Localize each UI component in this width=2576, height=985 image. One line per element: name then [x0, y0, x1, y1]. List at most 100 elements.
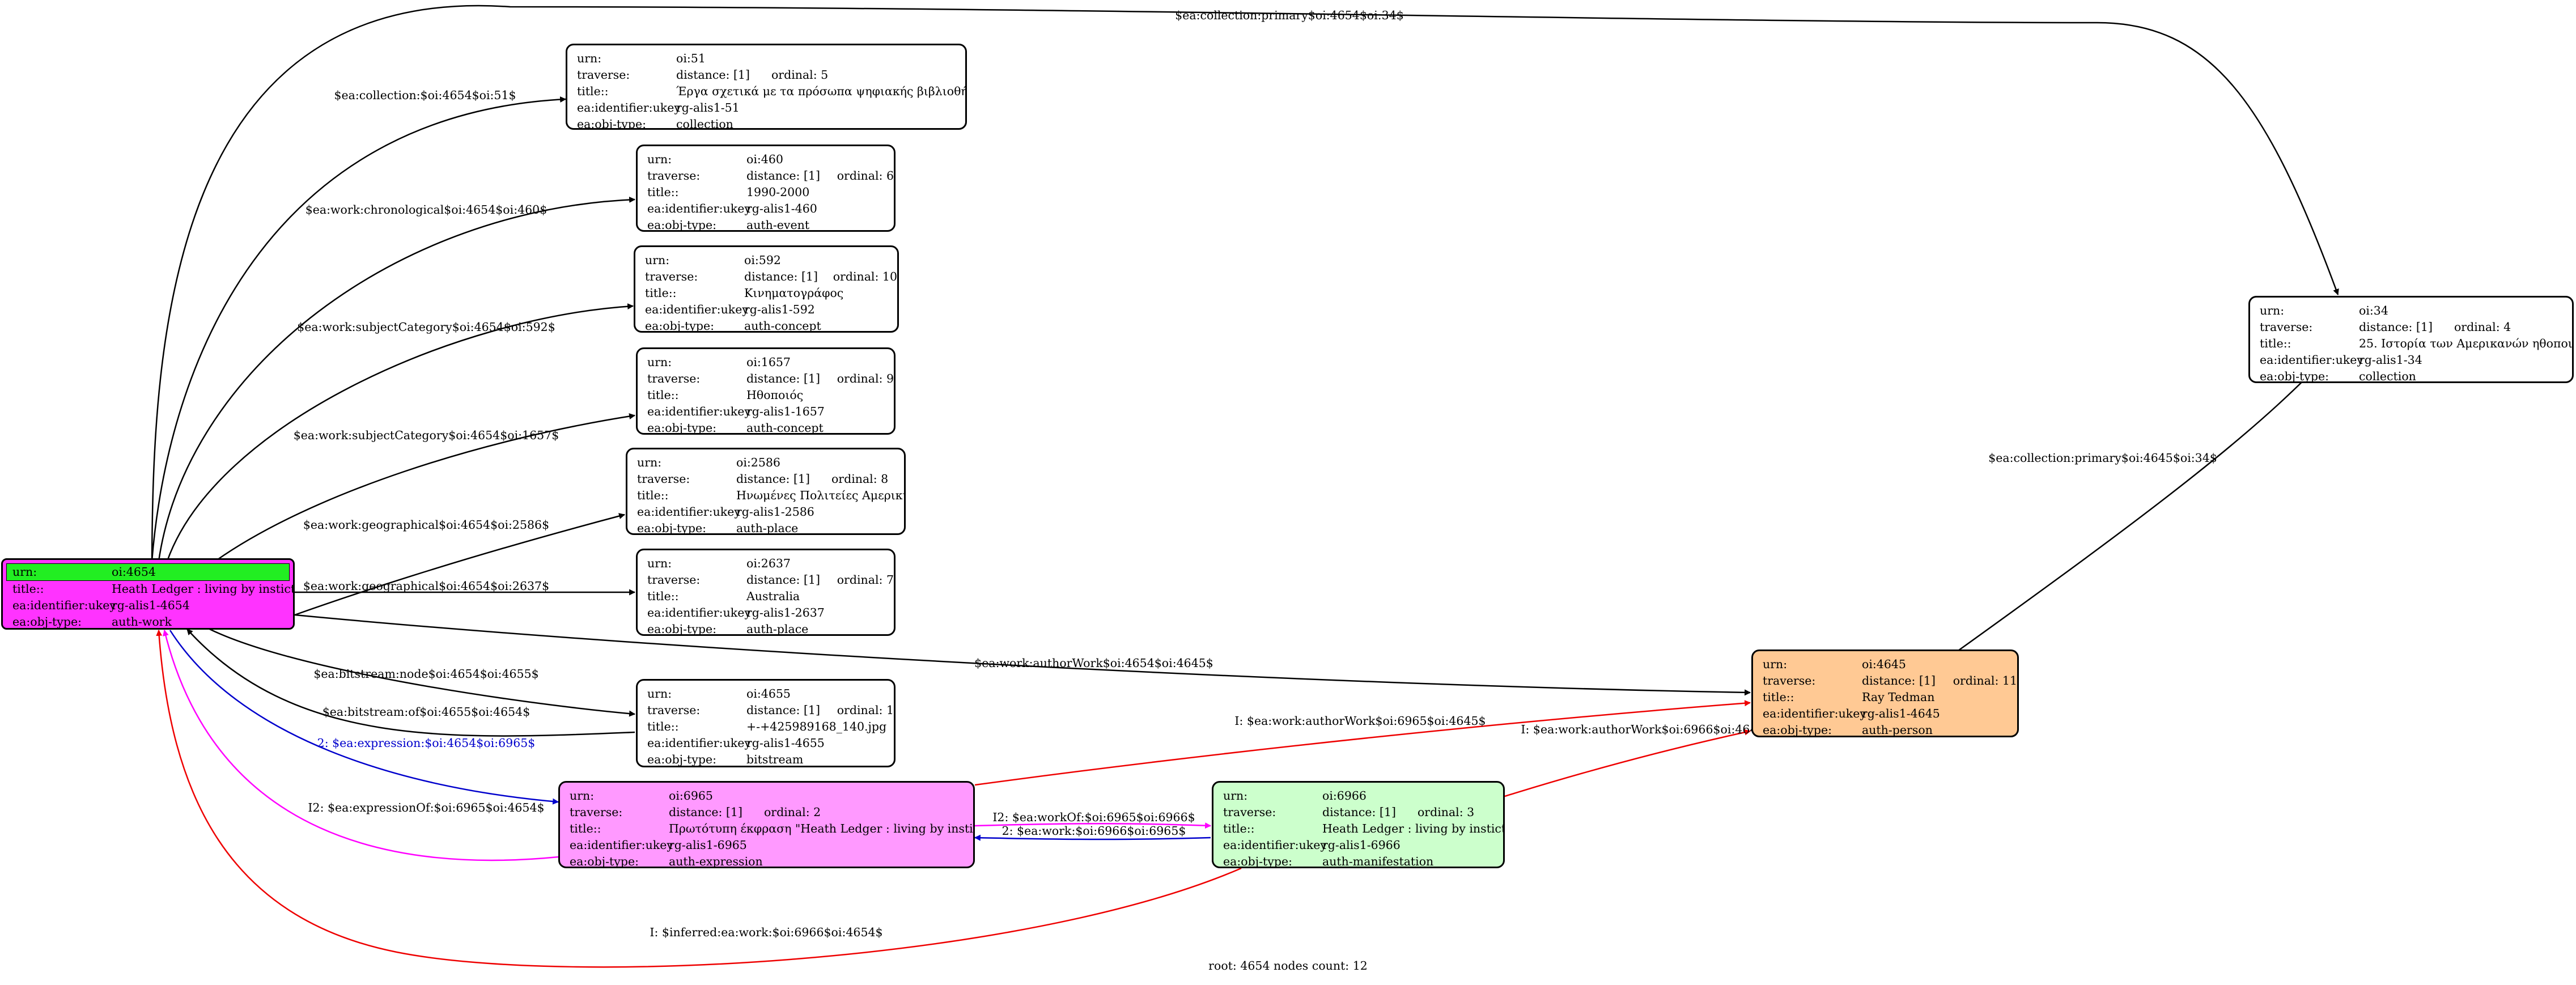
node-592[interactable]: urn:oi:592 traverse:distance: [1]ordinal…: [634, 245, 899, 333]
spacer: [742, 804, 764, 821]
field-title: title::: [637, 489, 669, 502]
node-row: urn:oi:1657: [638, 354, 894, 371]
edge-label-e8: $ea:work:authorWork$oi:4654$oi:4645$: [974, 656, 1213, 670]
spacer: [810, 471, 831, 487]
field-ordinal: ordinal: 4: [2454, 320, 2511, 334]
edge-label-e10: $ea:bitstream:of$oi:4655$oi:4654$: [322, 705, 531, 719]
field-ukey: rg-alis1-34: [2359, 353, 2422, 367]
node-row: urn:oi:2586: [627, 455, 904, 471]
node-4655[interactable]: urn:oi:4655 traverse:distance: [1]ordina…: [636, 679, 896, 767]
field-title: Ray Tedman: [1862, 690, 1935, 704]
field-ukey: ea:identifier:ukey: [577, 101, 681, 114]
node-row: traverse:distance: [1]ordinal: 10: [635, 269, 897, 285]
field-type: ea:obj-type:: [1763, 723, 1832, 737]
node-row: title::Heath Ledger : living by insticts: [1213, 821, 1503, 837]
spacer: [820, 572, 837, 588]
field-ukey: ea:identifier:ukey: [2260, 353, 2363, 367]
field-urn: urn:: [647, 355, 672, 369]
field-urn: urn:: [1763, 657, 1788, 671]
field-type: auth-expression: [669, 855, 763, 868]
field-type: auth-event: [746, 218, 810, 232]
field-urn: oi:6965: [669, 789, 713, 803]
field-traverse: traverse:: [1763, 674, 1816, 687]
node-row: ea:obj-type:collection: [567, 116, 965, 128]
node-2637[interactable]: urn:oi:2637 traverse:distance: [1]ordina…: [636, 549, 896, 636]
field-type: ea:obj-type:: [12, 615, 82, 629]
node-row: traverse:distance: [1]ordinal: 9: [638, 371, 894, 387]
field-traverse: traverse:: [647, 703, 701, 717]
node-row: traverse:distance: [1]ordinal: 7: [638, 572, 894, 588]
field-distance: distance: [1]: [1322, 805, 1396, 819]
field-ukey: rg-alis1-460: [746, 202, 817, 215]
field-title: title::: [2260, 337, 2291, 350]
field-ordinal: ordinal: 9: [837, 372, 894, 385]
node-row: traverse:distance: [1]ordinal: 11: [1753, 673, 2017, 689]
edge-collection-primary-4645-34: [1958, 341, 2341, 652]
node-34[interactable]: urn:oi:34 traverse:distance: [1]ordinal:…: [2248, 296, 2574, 383]
node-4645[interactable]: urn:oi:4645 traverse:distance: [1]ordina…: [1751, 649, 2019, 737]
spacer: [820, 702, 837, 719]
edge-label-e13: I: $inferred:ea:work:$oi:6966$oi:4654$: [650, 925, 882, 939]
field-title: Heath Ledger : living by insticts: [1322, 822, 1505, 835]
field-ukey: ea:identifier:ukey: [570, 838, 673, 852]
node-row: traverse:distance: [1]ordinal: 6: [638, 168, 894, 184]
edge-label-e3: $ea:work:chronological$oi:4654$oi:460$: [305, 203, 548, 216]
field-type: ea:obj-type:: [647, 421, 716, 435]
field-distance: distance: [1]: [746, 169, 820, 182]
field-type: ea:obj-type:: [647, 622, 716, 636]
node-51[interactable]: urn:oi:51 traverse:distance: [1]ordinal:…: [566, 44, 967, 130]
field-urn: oi:2637: [746, 557, 791, 570]
field-urn: urn:: [645, 253, 670, 267]
field-ordinal: ordinal: 2: [763, 805, 821, 819]
node-row: ea:obj-type: auth-manifestation: [1213, 854, 1503, 868]
field-type: auth-manifestation: [1322, 855, 1434, 868]
node-row: traverse:distance: [1]ordinal: 1: [638, 702, 894, 719]
field-traverse: traverse:: [637, 472, 690, 486]
field-type: ea:obj-type:: [1223, 855, 1292, 868]
field-title: Πρωτότυπη έκφραση "Heath Ledger : living…: [669, 822, 975, 835]
edge-geographical-2586: [294, 513, 626, 616]
edge-expression-6965: [169, 630, 559, 805]
node-460[interactable]: urn:oi:460 traverse:distance: [1]ordinal…: [636, 145, 896, 232]
field-title: Australia: [746, 589, 800, 603]
node-row: ea:obj-type:auth-event: [638, 217, 894, 232]
field-traverse: traverse:: [645, 270, 698, 283]
node-row: traverse:distance: [1]ordinal: 3: [1213, 804, 1503, 821]
field-ordinal: ordinal: 1: [837, 703, 894, 717]
node-row: ea:obj-type:auth-work: [3, 614, 293, 629]
field-ukey: ea:identifier:ukey: [1763, 707, 1866, 720]
edge-label-e4: $ea:work:subjectCategory$oi:4654$oi:592$: [297, 320, 555, 334]
field-urn: oi:4655: [746, 687, 791, 700]
field-ordinal: ordinal: 5: [771, 68, 829, 82]
node-6966[interactable]: urn:oi:6966 traverse:distance: [1]ordina…: [1212, 781, 1505, 868]
graph-footer: root: 4654 nodes count: 12: [1208, 959, 1368, 973]
field-type: bitstream: [746, 753, 804, 766]
edge-authorwork-6965-4645: [974, 700, 1751, 786]
field-ordinal: ordinal: 3: [1417, 805, 1475, 819]
node-root-4654[interactable]: urn:oi:4654 title::Heath Ledger : living…: [1, 558, 295, 630]
node-row: urn:oi:4645: [1753, 656, 2017, 673]
field-ukey: rg-alis1-4655: [746, 736, 825, 750]
field-title: +-+425989168_140.jpg: [746, 720, 887, 733]
field-title: title::: [570, 822, 601, 835]
node-2586[interactable]: urn:oi:2586 traverse:distance: [1]ordina…: [626, 448, 906, 535]
edge-subjectcategory-1657: [215, 413, 636, 562]
field-ukey: ea:identifier:ukey: [637, 505, 741, 519]
edge-label-e1: $ea:collection:primary$oi:4654$oi:34$: [1175, 9, 1404, 22]
field-type: ea:obj-type:: [645, 319, 714, 333]
field-ukey: rg-alis1-6965: [669, 838, 747, 852]
field-title: 25. Ιστορία των Αμερικανών ηθοποιών: [2359, 337, 2574, 350]
field-title: title::: [1763, 690, 1794, 704]
field-traverse: traverse:: [647, 169, 701, 182]
field-urn: oi:34: [2359, 304, 2388, 317]
node-6965[interactable]: urn:oi:6965 traverse:distance: [1]ordina…: [558, 781, 975, 868]
field-ukey: ea:identifier:ukey: [1223, 838, 1327, 852]
node-1657[interactable]: urn:oi:1657 traverse:distance: [1]ordina…: [636, 347, 896, 435]
node-row: traverse:distance: [1]ordinal: 2: [560, 804, 973, 821]
